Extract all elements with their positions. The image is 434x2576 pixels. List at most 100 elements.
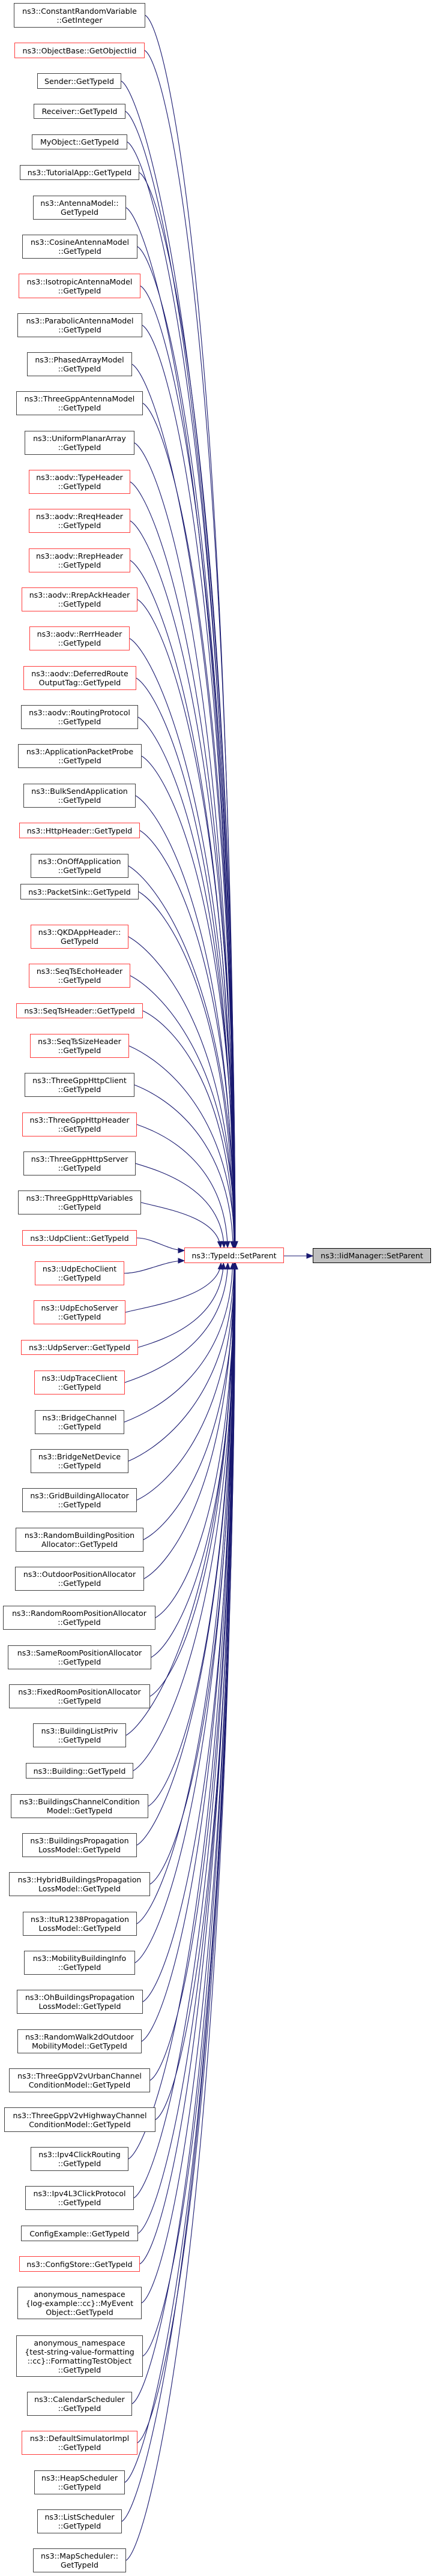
arrowhead-icon [217,1241,223,1249]
caller-node[interactable]: ns3::RandomBuildingPosition Allocator::G… [16,1528,143,1552]
call-edge [130,560,235,1248]
current-function-node-iidmanager-setparent: ns3::IidManager::SetParent [313,1248,431,1263]
caller-node[interactable]: ns3::ThreeGppV2vUrbanChannel ConditionMo… [9,2068,150,2092]
arrowhead-icon [306,1253,314,1259]
caller-node[interactable]: ns3::BulkSendApplication ::GetTypeId [23,784,136,808]
caller-node[interactable]: ns3::ThreeGppHttpHeader ::GetTypeId [22,1112,137,1136]
caller-node[interactable]: ns3::ItuR1238Propagation LossModel::GetT… [23,1912,137,1936]
caller-node[interactable]: ns3::AntennaModel:: GetTypeId [33,196,126,220]
caller-node[interactable]: ns3::OhBuildingsPropagation LossModel::G… [17,1990,143,2014]
caller-node[interactable]: ns3::RandomRoomPositionAllocator ::GetTy… [3,1606,155,1630]
caller-node[interactable]: ns3::UdpServer::GetTypeId [21,1340,138,1355]
caller-node[interactable]: ns3::UdpEchoServer ::GetTypeId [34,1300,125,1324]
call-edge [134,1262,235,1963]
caller-node[interactable]: ns3::aodv::RrepAckHeader ::GetTypeId [22,587,137,611]
caller-node[interactable]: ns3::MapScheduler:: GetTypeId [33,2548,126,2572]
caller-node[interactable]: ns3::aodv::RreqHeader ::GetTypeId [29,509,130,533]
caller-node[interactable]: ns3::DefaultSimulatorImpl ::GetTypeId [22,2431,137,2455]
caller-node[interactable]: ns3::BuildingsChannelCondition Model::Ge… [11,1794,148,1818]
caller-node[interactable]: ns3::ConfigStore::GetTypeId [19,2256,140,2272]
caller-node[interactable]: ns3::ObjectBase::GetObjectIid [14,43,145,58]
caller-node[interactable]: ns3::IsotropicAntennaModel ::GetTypeId [19,274,140,298]
caller-node[interactable]: ns3::BuildingsPropagation LossModel::Get… [22,1833,137,1857]
call-edge [128,1045,235,1248]
caller-node[interactable]: ns3::OnOffApplication ::GetTypeId [31,854,128,878]
caller-node[interactable]: ns3::TutorialApp::GetTypeId [20,165,139,180]
arrowhead-icon [230,1241,236,1249]
caller-node[interactable]: ns3::ThreeGppHttpClient ::GetTypeId [25,1073,134,1097]
call-edge [140,286,236,1248]
caller-node[interactable]: ns3::SeqTsHeader::GetTypeId [16,1003,143,1018]
caller-node[interactable]: ns3::ThreeGppHttpServer ::GetTypeId [23,1151,136,1175]
caller-node[interactable]: ns3::ApplicationPacketProbe ::GetTypeId [18,744,142,768]
caller-node[interactable]: ns3::SeqTsEchoHeader ::GetTypeId [29,964,130,988]
call-edge [136,1237,185,1251]
call-edge [141,1262,235,2042]
caller-node[interactable]: ns3::SameRoomPositionAllocator ::GetType… [8,1645,151,1669]
caller-node[interactable]: ns3::CalendarScheduler ::GetTypeId [27,2392,132,2416]
caller-node[interactable]: ns3::Ipv4L3ClickProtocol ::GetTypeId [25,2186,134,2210]
call-edge [139,1262,235,2265]
call-edge [134,1084,234,1248]
caller-node[interactable]: ConfigExample::GetTypeId [21,2226,138,2241]
call-edge [137,246,235,1248]
call-edge [138,891,235,1248]
call-edge [124,1260,185,1274]
caller-node[interactable]: ns3::ConstantRandomVariable ::GetInteger [14,3,145,28]
caller-node[interactable]: ns3::GridBuildingAllocator ::GetTypeId [22,1488,137,1512]
call-edge [133,1262,235,2199]
caller-node[interactable]: ns3::CosineAntennaModel ::GetTypeId [22,235,137,259]
caller-node[interactable]: ns3::PhasedArrayModel ::GetTypeId [27,352,132,376]
caller-node[interactable]: ns3::UdpEchoClient ::GetTypeId [35,1261,124,1285]
caller-node[interactable]: ns3::HybridBuildingsPropagation LossMode… [9,1872,150,1896]
caller-node[interactable]: anonymous_namespace {test-string-value-f… [16,2335,143,2377]
caller-node[interactable]: ns3::HeapScheduler ::GetTypeId [34,2470,125,2494]
caller-node[interactable]: ns3::BridgeChannel ::GetTypeId [35,1410,124,1434]
caller-node[interactable]: ns3::ThreeGppV2vHighwayChannel Condition… [4,2107,155,2132]
caller-node[interactable]: anonymous_namespace {log-example::cc}::M… [17,2287,142,2319]
caller-node[interactable]: ns3::aodv::DeferredRoute OutputTag::GetT… [23,666,136,690]
caller-node[interactable]: ns3::aodv::RerrHeader ::GetTypeId [29,626,130,650]
call-edge [128,1262,235,2160]
caller-node[interactable]: ns3::HttpHeader::GetTypeId [19,823,140,838]
direct-caller-node-typeid-setparent[interactable]: ns3::TypeId::SetParent [184,1247,284,1263]
call-edge [130,975,236,1248]
caller-node[interactable]: ns3::QKDAppHeader:: GetTypeId [31,925,128,949]
caller-node[interactable]: ns3::Ipv4ClickRouting ::GetTypeId [31,2147,128,2171]
call-edge [155,1262,235,1618]
caller-node[interactable]: ns3::ParabolicAntennaModel ::GetTypeId [17,313,142,337]
caller-node[interactable]: ns3::ThreeGppAntennaModel ::GetTypeId [16,391,143,415]
call-edge [128,936,235,1248]
caller-node[interactable]: Receiver::GetTypeId [34,104,125,119]
caller-node[interactable]: Sender::GetTypeId [37,73,121,89]
arrowhead-icon [220,1262,226,1270]
caller-node[interactable]: ns3::UniformPlanarArray ::GetTypeId [25,431,134,455]
caller-node[interactable]: ns3::ThreeGppHttpVariables ::GetTypeId [18,1190,141,1214]
caller-node[interactable]: ns3::SeqTsSizeHeader ::GetTypeId [30,1034,129,1058]
call-edge [136,1124,228,1248]
call-edge [129,638,236,1248]
caller-node[interactable]: ns3::FixedRoomPositionAllocator ::GetTyp… [9,1684,150,1708]
caller-node[interactable]: ns3::OutdoorPositionAllocator ::GetTypeI… [15,1567,144,1591]
arrowhead-icon [225,1262,231,1270]
call-edge [124,1262,229,1383]
caller-node[interactable]: ns3::Building::GetTypeId [26,1763,133,1779]
caller-node[interactable]: ns3::aodv::TypeHeader ::GetTypeId [29,470,130,494]
call-edge [135,795,235,1248]
caller-node[interactable]: ns3::aodv::RrepHeader ::GetTypeId [29,548,130,572]
caller-node[interactable]: MyObject::GetTypeId [32,134,127,149]
caller-node[interactable]: ns3::BridgeNetDevice ::GetTypeId [31,1449,128,1473]
caller-node[interactable]: ns3::aodv::RoutingProtocol ::GetTypeId [21,705,138,729]
caller-node[interactable]: ns3::BuildingListPriv ::GetTypeId [33,1723,126,1747]
call-edge [139,172,236,1248]
call-edge [137,1262,224,1348]
call-edge [140,1202,221,1248]
caller-node[interactable]: ns3::UdpTraceClient ::GetTypeId [34,1371,125,1395]
caller-node[interactable]: ns3::ListScheduler ::GetTypeId [37,2509,122,2533]
call-edge [121,80,236,1248]
caller-node[interactable]: ns3::MobilityBuildingInfo ::GetTypeId [24,1951,135,1975]
caller-node[interactable]: ns3::UdpClient::GetTypeId [22,1230,137,1246]
caller-node[interactable]: ns3::PacketSink::GetTypeId [20,884,139,899]
caller-node[interactable]: ns3::RandomWalk2dOutdoor MobilityModel::… [17,2029,142,2053]
